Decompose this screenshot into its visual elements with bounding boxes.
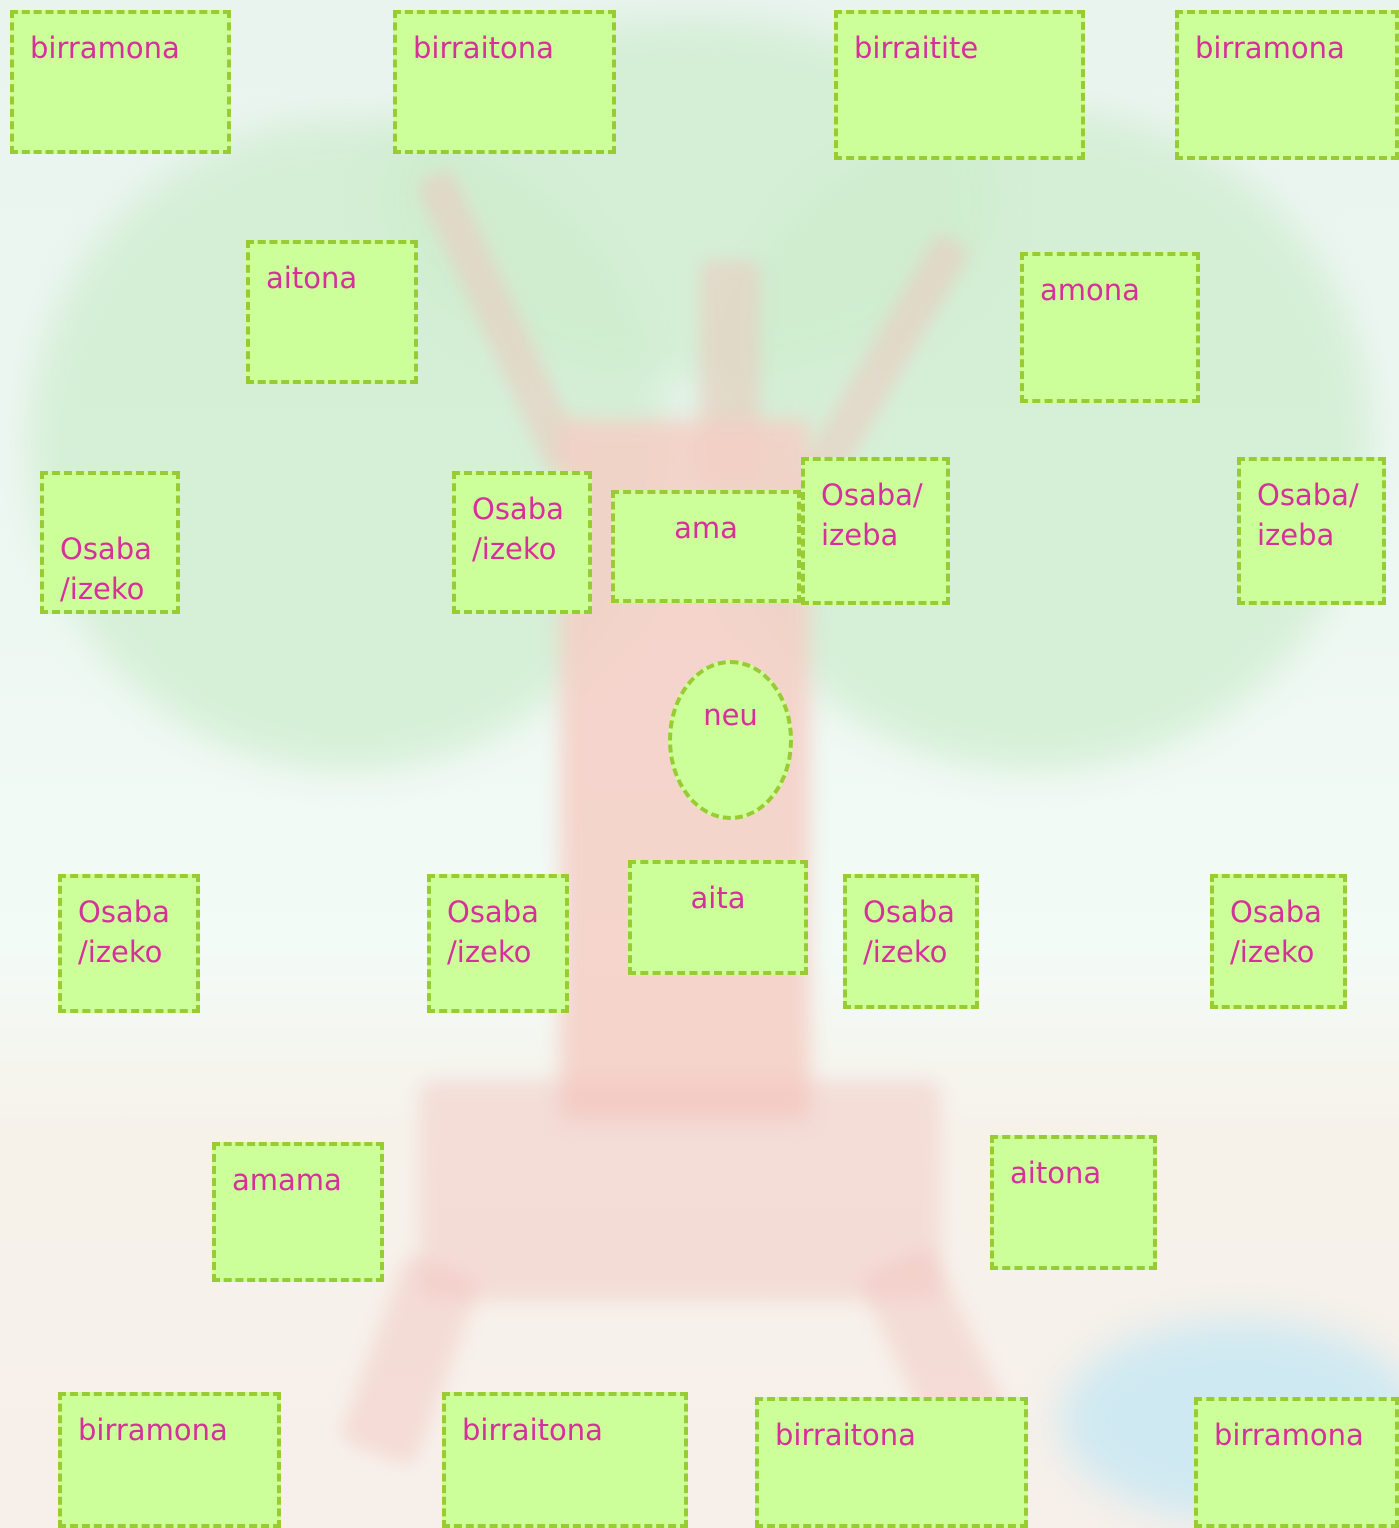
aunt-uncle-box[interactable]: Osaba /izeko <box>452 471 592 614</box>
tree-canopy-right <box>700 110 1370 770</box>
great-grandmother-box[interactable]: birramona <box>1175 10 1399 160</box>
aunt-uncle-box[interactable]: Osaba /izeko <box>1210 874 1347 1009</box>
great-grandmother-box[interactable]: birramona <box>1194 1397 1399 1528</box>
great-grandmother-box[interactable]: birramona <box>10 10 231 154</box>
aunt-uncle-box[interactable]: Osaba /izeko <box>40 471 180 614</box>
mother-box[interactable]: ama <box>611 490 801 603</box>
tree-root <box>420 1080 940 1300</box>
tree-canopy-left <box>30 120 670 770</box>
aunt-uncle-box[interactable]: Osaba/ izeba <box>801 457 950 605</box>
great-grandfather-box[interactable]: birraitite <box>834 10 1085 160</box>
great-grandfather-box[interactable]: birraitona <box>755 1397 1028 1528</box>
grandfather-box[interactable]: aitona <box>990 1135 1157 1270</box>
aunt-uncle-box[interactable]: Osaba /izeko <box>843 874 979 1009</box>
tree-branch <box>700 260 760 480</box>
aunt-uncle-box[interactable]: Osaba /izeko <box>427 874 569 1013</box>
grandmother-box[interactable]: amona <box>1020 252 1200 403</box>
great-grandfather-box[interactable]: birraitona <box>393 10 616 154</box>
grandmother-box[interactable]: amama <box>212 1142 384 1282</box>
aunt-uncle-box[interactable]: Osaba /izeko <box>58 874 200 1013</box>
grandfather-box[interactable]: aitona <box>246 240 418 384</box>
tree-branch <box>414 167 585 474</box>
great-grandfather-box[interactable]: birraitona <box>442 1392 688 1528</box>
father-box[interactable]: aita <box>628 860 808 975</box>
aunt-uncle-box[interactable]: Osaba/ izeba <box>1237 457 1386 605</box>
great-grandmother-box[interactable]: birramona <box>58 1392 281 1528</box>
me-ellipse[interactable]: neu <box>668 660 793 820</box>
